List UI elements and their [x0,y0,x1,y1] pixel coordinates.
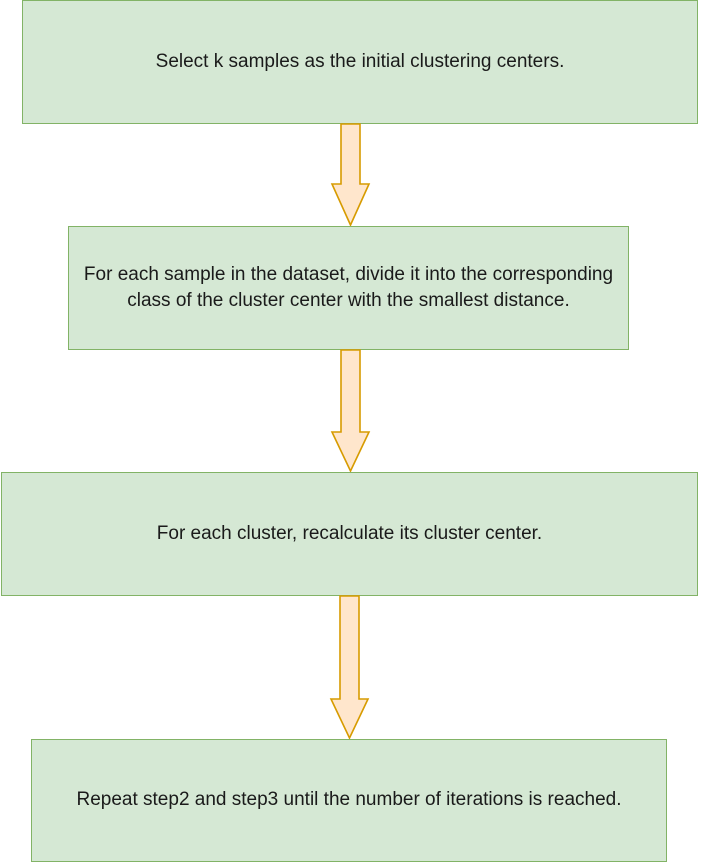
step-3-box: For each cluster, recalculate its cluste… [1,472,698,596]
step-2-text: For each sample in the dataset, divide i… [83,263,614,311]
arrow-2-to-3 [330,349,371,473]
step-3-text: For each cluster, recalculate its cluste… [156,522,543,544]
arrow-1-to-2 [330,123,371,227]
step-4-box: Repeat step2 and step3 until the number … [31,739,667,862]
arrow-3-to-4 [329,595,370,740]
step-1-text: Select k samples as the initial clusteri… [155,50,565,72]
step-4-text: Repeat step2 and step3 until the number … [76,789,622,811]
step-2-box: For each sample in the dataset, divide i… [68,226,629,350]
step-1-box: Select k samples as the initial clusteri… [22,0,698,124]
